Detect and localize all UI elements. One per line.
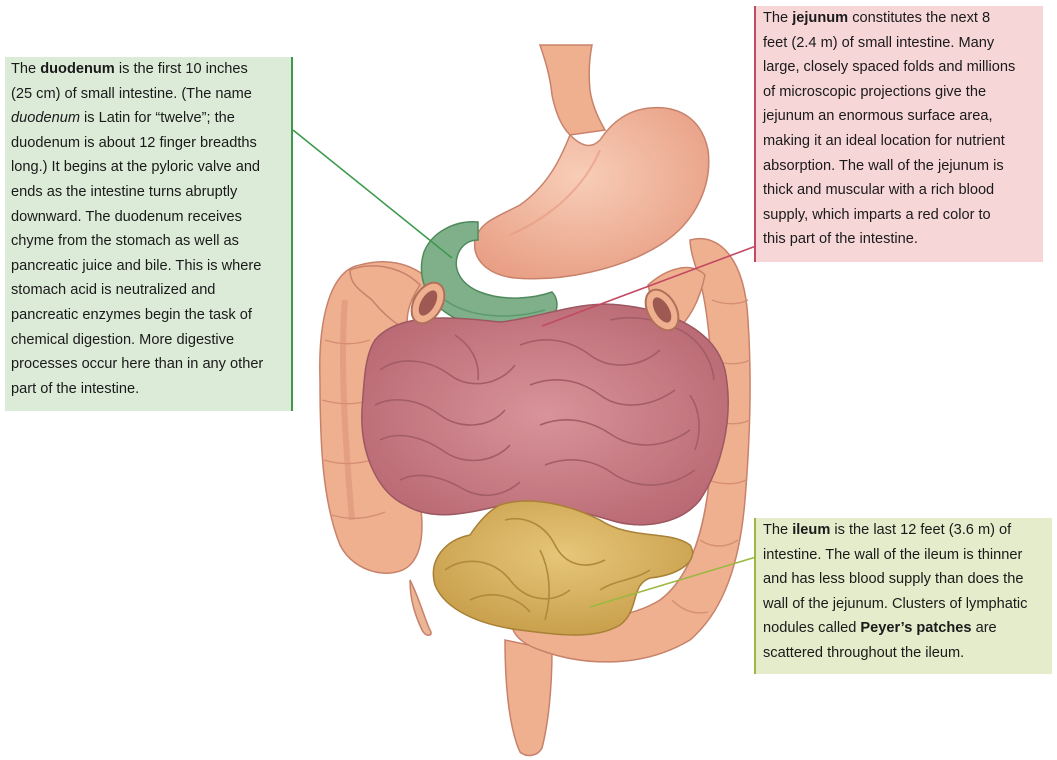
callout-line: processes occur here than in any other [11, 352, 291, 377]
callout-text: jejunum an enormous surface area, [763, 108, 993, 125]
callout-line: long.) It begins at the pyloric valve an… [11, 155, 291, 180]
callout-term: jejunum [792, 10, 849, 26]
callout-line: chyme from the stomach as well as [11, 229, 291, 254]
callout-line: absorption. The wall of the jejunum is [763, 154, 1043, 179]
callout-term: duodenum [40, 61, 115, 77]
callout-text: The [763, 10, 793, 26]
callout-line: wall of the jejunum. Clusters of lymphat… [763, 592, 1052, 617]
callout-text: is the last 12 feet (3.6 m) of [830, 522, 1012, 538]
callout-text: feet (2.4 m) of small intestine. Many [763, 34, 995, 51]
callout-line: ends as the intestine turns abruptly [11, 180, 291, 205]
callout-text: making it an ideal location for nutrient [763, 132, 1005, 149]
callout-text: (25 cm) of small intestine. (The name [11, 85, 252, 102]
callout-text: scattered throughout the ileum. [763, 644, 965, 661]
callout-line: jejunum an enormous surface area, [763, 104, 1043, 129]
ileum-shape [432, 500, 694, 636]
callout-line: thick and muscular with a rich blood [763, 178, 1043, 203]
callout-text: The [11, 61, 41, 77]
callout-text: chemical digestion. More digestive [11, 331, 235, 348]
callout-line: (25 cm) of small intestine. (The name [11, 82, 291, 107]
callout-line: scattered throughout the ileum. [763, 641, 1052, 666]
callout-line: feet (2.4 m) of small intestine. Many [763, 31, 1043, 56]
callout-text: chyme from the stomach as well as [11, 233, 239, 250]
duodenum-callout: The duodenum is the first 10 inches (25 c… [5, 57, 293, 411]
callout-line: downward. The duodenum receives [11, 205, 291, 230]
callout-text: large, closely spaced folds and millions [763, 59, 1016, 76]
callout-text: duodenum [11, 110, 80, 127]
callout-line: pancreatic enzymes begin the task of [11, 303, 291, 328]
callout-text: ends as the intestine turns abruptly [11, 183, 238, 200]
ileum-callout: The ileum is the last 12 feet (3.6 m) of… [754, 518, 1052, 674]
callout-term: ileum [792, 522, 831, 538]
callout-line: part of the intestine. [11, 377, 291, 402]
callout-text: constitutes the next 8 [848, 10, 991, 26]
callout-text: nodules called [763, 620, 861, 637]
callout-text: thick and muscular with a rich blood [763, 182, 995, 199]
callout-text: pancreatic enzymes begin the task of [11, 306, 252, 323]
callout-text: part of the intestine. [11, 380, 140, 397]
callout-text: is Latin for “twelve”; the [79, 110, 235, 127]
callout-text: long.) It begins at the pyloric valve an… [11, 159, 261, 176]
callout-line: duodenum is Latin for “twelve”; the [11, 106, 291, 131]
stomach [473, 44, 710, 280]
callout-line: duodenum is about 12 finger breadths [11, 131, 291, 156]
callout-text: of microscopic projections give the [763, 83, 987, 100]
callout-line: supply, which imparts a red color to [763, 203, 1043, 228]
callout-text: intestine. The wall of the ileum is thin… [763, 546, 1023, 563]
callout-text: is the first 10 inches [114, 61, 248, 77]
callout-line: intestine. The wall of the ileum is thin… [763, 543, 1052, 568]
callout-text: stomach acid is neutralized and [11, 282, 216, 299]
rectum [504, 639, 553, 757]
callout-text: are [971, 620, 997, 637]
jejunum-leader-line [541, 245, 757, 327]
callout-line: this part of the intestine. [763, 227, 1043, 252]
jejunum-shape [361, 303, 729, 526]
callout-text: absorption. The wall of the jejunum is [763, 157, 1004, 174]
duodenum-leader-line [292, 129, 453, 259]
callout-line: and has less blood supply than does the [763, 567, 1052, 592]
callout-text: wall of the jejunum. Clusters of lymphat… [763, 595, 1028, 612]
callout-text: The [763, 522, 793, 538]
callout-line: pancreatic juice and bile. This is where [11, 254, 291, 279]
callout-line: of microscopic projections give the [763, 80, 1043, 105]
callout-line: making it an ideal location for nutrient [763, 129, 1043, 154]
callout-line: The duodenum is the first 10 inches [11, 57, 291, 82]
jejunum-callout: The jejunum constitutes the next 8 feet (… [754, 6, 1043, 262]
callout-line: The ileum is the last 12 feet (3.6 m) of [763, 518, 1052, 543]
callout-line: large, closely spaced folds and millions [763, 55, 1043, 80]
callout-line: chemical digestion. More digestive [11, 328, 291, 353]
callout-line: nodules called Peyer’s patches are [763, 616, 1052, 641]
colon-openings [410, 281, 680, 332]
ileum-leader-line [589, 556, 757, 608]
callout-text: processes occur here than in any other [11, 356, 264, 373]
callout-text: downward. The duodenum receives [11, 208, 242, 225]
callout-line: stomach acid is neutralized and [11, 278, 291, 303]
callout-line: The jejunum constitutes the next 8 [763, 6, 1043, 31]
callout-term: Peyer’s patches [860, 620, 972, 637]
callout-text: and has less blood supply than does the [763, 571, 1024, 588]
callout-text: duodenum is about 12 finger breadths [11, 134, 257, 151]
callout-text: supply, which imparts a red color to [763, 206, 991, 223]
callout-text: pancreatic juice and bile. This is where [11, 257, 262, 274]
callout-text: this part of the intestine. [763, 231, 918, 248]
